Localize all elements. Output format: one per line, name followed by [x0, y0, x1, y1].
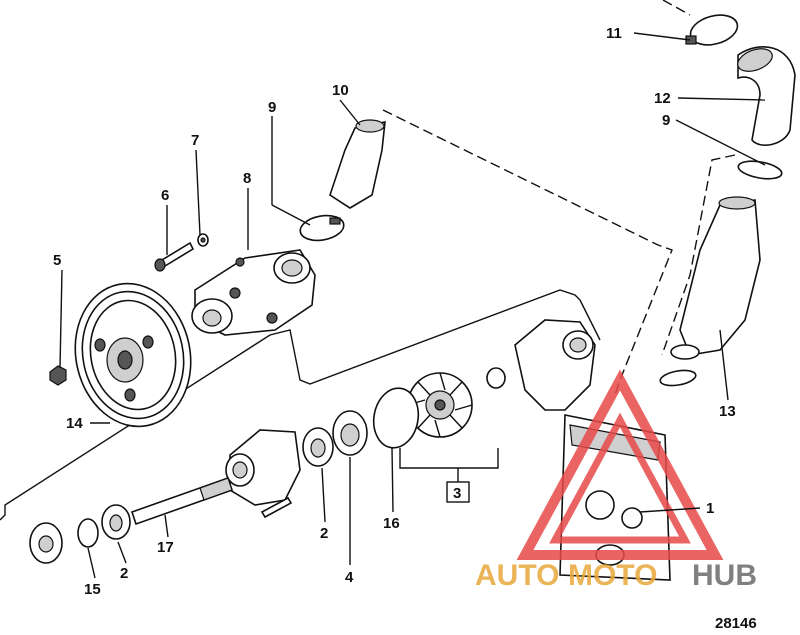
watermark: AUTO MOTO HUB	[475, 369, 757, 592]
hose-part-10	[329, 119, 386, 209]
callout-16: 16	[383, 515, 400, 532]
callout-5: 5	[53, 252, 61, 269]
callout-7: 7	[191, 132, 199, 149]
leader-lines	[59, 32, 766, 579]
callout-17: 17	[157, 539, 174, 556]
washer-part-7	[197, 233, 209, 247]
reference-number: 28146	[715, 615, 757, 632]
clamp-part-13-bottom	[659, 369, 697, 387]
screw-part-6	[154, 241, 195, 272]
shaft-part-17	[130, 476, 234, 526]
callout-box-3	[446, 481, 470, 503]
callout-14: 14	[66, 415, 83, 432]
callout-3: 3	[453, 485, 461, 502]
callout-13: 13	[719, 403, 736, 420]
callout-labels: 11 12 9 10 9 8 7 6 5 14 13 1 3 16 2 4 17…	[53, 25, 736, 598]
elbow-hose-part-12	[737, 46, 796, 146]
snap-ring-part	[77, 518, 99, 548]
callout-8: 8	[243, 170, 251, 187]
callout-9-left: 9	[268, 99, 276, 116]
watermark-text-c: HUB	[692, 559, 757, 592]
callout-2-lower: 2	[120, 565, 128, 582]
callout-11: 11	[606, 25, 622, 42]
housing-bolt-part	[260, 496, 293, 519]
clamp-part-9-upper	[299, 214, 345, 242]
pulley-part	[74, 282, 192, 428]
bearing-part-2-upper	[302, 427, 334, 467]
callout-1: 1	[706, 500, 714, 517]
watermark-text-a: AUTO	[475, 559, 559, 592]
callout-9-right: 9	[662, 112, 670, 129]
bolt-part-5	[49, 365, 67, 386]
pump-housing-part	[191, 249, 316, 336]
pump-cover-part	[514, 319, 596, 411]
callout-4: 4	[345, 569, 354, 586]
watermark-triangle-inner	[549, 412, 691, 544]
oring-part	[486, 367, 506, 389]
callout-6: 6	[161, 187, 169, 204]
seal-part-15	[29, 522, 63, 564]
clamp-part-11	[685, 14, 739, 46]
gasket-part-16	[372, 387, 420, 449]
bearing-part-4	[332, 410, 368, 456]
callout-12: 12	[654, 90, 671, 107]
assembly-outline	[0, 289, 601, 521]
bearing-part-2-lower	[101, 504, 131, 540]
callout-10: 10	[332, 82, 349, 99]
watermark-text-b: MOTO	[568, 559, 657, 592]
clamp-part-9-lower	[737, 160, 783, 180]
callout-15: 15	[84, 581, 101, 598]
water-filter-part-13	[670, 196, 761, 360]
callout-2-upper: 2	[320, 525, 328, 542]
bearing-housing-part	[225, 429, 301, 506]
watermark-triangle-outer	[516, 369, 724, 560]
